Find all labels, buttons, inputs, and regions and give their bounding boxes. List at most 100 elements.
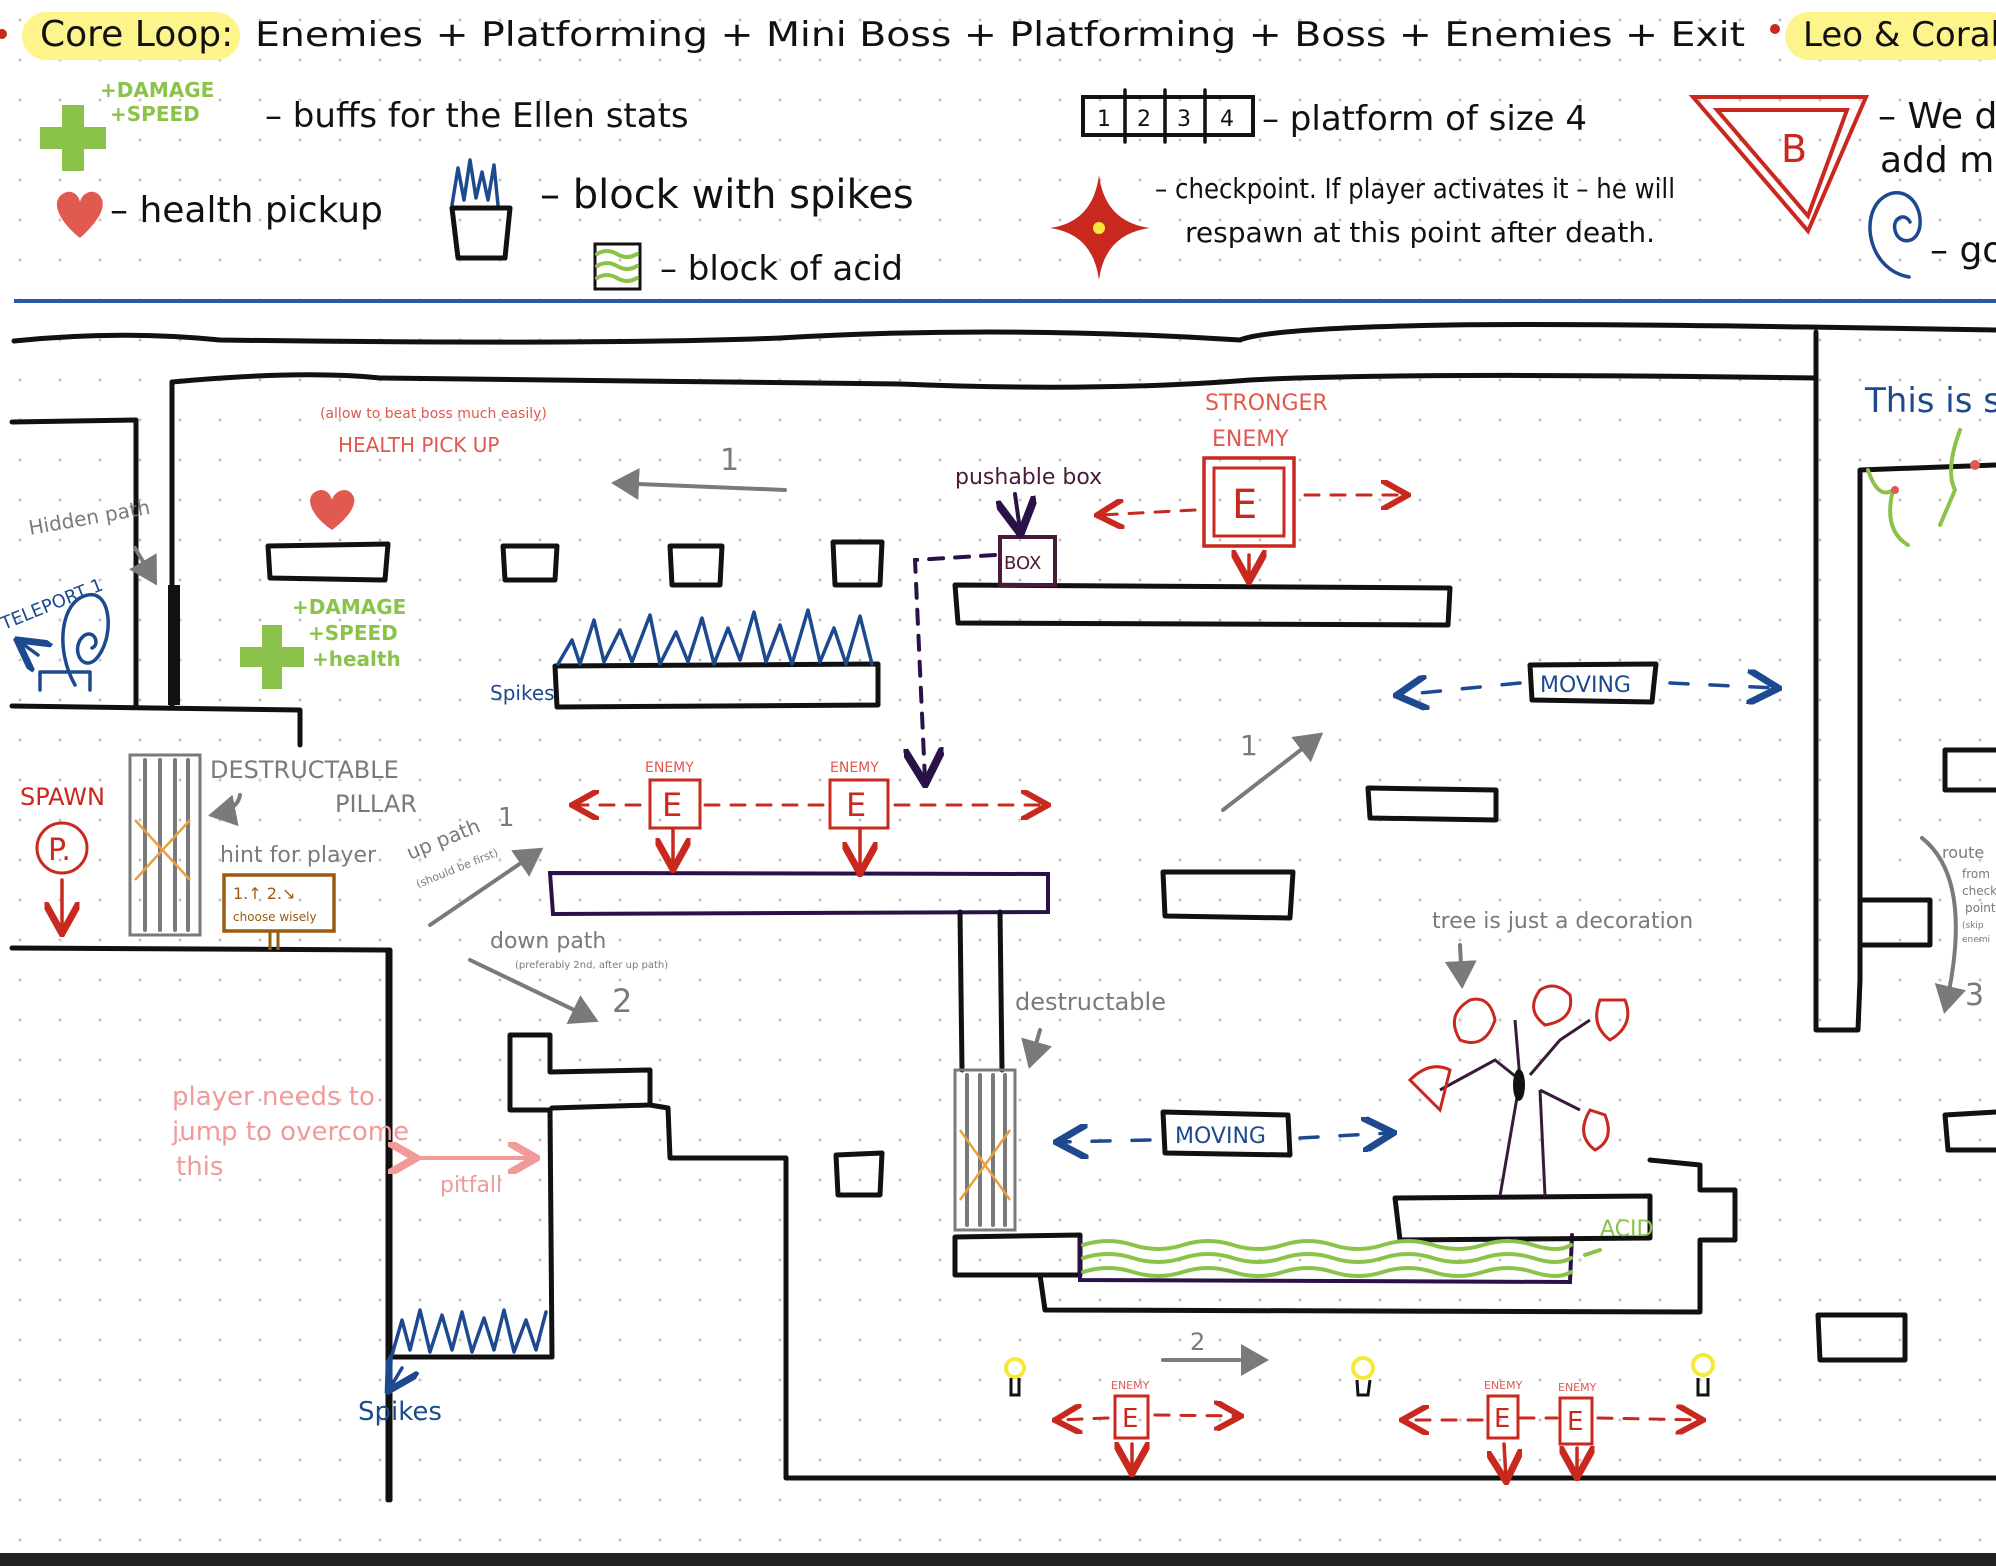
platform — [1160, 869, 1296, 921]
player-spawn[interactable]: P. — [35, 821, 89, 875]
moving-platform-upper[interactable] — [1527, 661, 1659, 705]
enemy-1-letter: E — [662, 786, 682, 824]
legend-acid: – block of acid — [593, 242, 903, 291]
platform-size-4-icon — [1081, 95, 1255, 137]
path1b-number: 1 — [1240, 729, 1258, 762]
route-num: 3 — [1965, 978, 1984, 1013]
heart-icon — [56, 191, 103, 238]
hidden-path-wall — [168, 585, 180, 705]
box-label: BOX — [1004, 553, 1041, 574]
enemy-3-label: ENEMY — [1111, 1379, 1150, 1392]
route-note-4: point — [1965, 901, 1996, 915]
legend-powerup-tag-speed: +SPEED — [110, 102, 200, 126]
legend-platform: 1 2 3 4 – platform of size 4 — [1081, 88, 1587, 144]
sign-line1: 1.↑ 2.↘ — [233, 884, 295, 903]
pitfall-note-2: jump to overcome — [171, 1117, 409, 1147]
core-loop-text: Enemies + Platforming + Mini Boss + Plat… — [255, 15, 1745, 55]
destructable-label: destructable — [1015, 988, 1166, 1016]
platform — [1942, 747, 1996, 793]
checkpoint-lamp-1[interactable] — [1004, 1357, 1026, 1397]
hint-sign[interactable]: 1.↑ 2.↘ choose wisely — [222, 873, 336, 950]
destructable-pillar-right[interactable] — [953, 1068, 1017, 1232]
legend-checkpoint-desc-1: – checkpoint. If player activates it – h… — [1155, 172, 1675, 205]
legend-checkpoint-desc-2: respawn at this point after death. — [1185, 216, 1655, 249]
enemy-3[interactable]: E — [1113, 1394, 1150, 1440]
platform — [500, 543, 560, 583]
pushable-box-label: pushable box — [955, 465, 1102, 490]
checkpoint-lamp-2[interactable] — [1351, 1356, 1375, 1397]
legend: +DAMAGE +SPEED – buffs for the Ellen sta… — [40, 78, 1996, 291]
pitfall-label: pitfall — [440, 1173, 502, 1198]
lower-geometry — [387, 1032, 1996, 1481]
platform — [265, 541, 391, 583]
route-note-5: (skip — [1962, 921, 1984, 931]
legend-powerup-desc: – buffs for the Ellen stats — [265, 96, 689, 136]
legend-health: – health pickup — [56, 190, 383, 238]
spike-platform — [552, 661, 881, 710]
acid-waves — [1081, 1239, 1573, 1278]
platform — [833, 1150, 885, 1198]
green-cross-icon — [40, 105, 106, 171]
team-highlight — [1785, 12, 1996, 60]
spikes-lower — [390, 1308, 548, 1357]
legend-boss: B – We d add mo — [1688, 95, 1996, 235]
enemy-3-letter: E — [1122, 1404, 1138, 1434]
boss-triangle-icon — [1688, 95, 1870, 235]
enemy-4[interactable]: E — [1486, 1394, 1520, 1440]
enemy-2[interactable]: E — [828, 778, 890, 830]
platform — [667, 543, 725, 588]
path2-number: 2 — [1190, 1328, 1205, 1356]
legend-teleport-desc: – go — [1930, 230, 1996, 271]
checkpoint-lamp-3[interactable] — [1691, 1353, 1715, 1397]
powerup-tag-health: +health — [312, 647, 401, 671]
legend-teleport: – go — [1868, 191, 1996, 279]
platform — [1815, 1312, 1908, 1363]
sign-line2: choose wisely — [233, 910, 317, 924]
upper-platforms — [265, 535, 1996, 1073]
health-note: (allow to beat boss much easily) — [320, 406, 547, 422]
legend-powerup: +DAMAGE +SPEED – buffs for the Ellen sta… — [40, 78, 689, 171]
enemy-5[interactable]: E — [1558, 1396, 1594, 1446]
moving-platform-lower[interactable] — [1160, 1109, 1293, 1158]
health-pickup-heart[interactable] — [310, 489, 355, 530]
destructable-pillar-left[interactable] — [128, 753, 202, 937]
route-note-3: check — [1962, 884, 1996, 898]
platform — [1365, 785, 1499, 823]
down-path-note: (preferably 2nd, after up path) — [515, 960, 668, 971]
route-note-6: enemi — [1962, 935, 1990, 945]
enemy-2-label: ENEMY — [830, 760, 879, 776]
team-label: Leo & Coral — [1803, 15, 1996, 55]
enemy-5-letter: E — [1567, 1407, 1583, 1437]
box-platform — [952, 582, 1453, 628]
legend-platform-desc: – platform of size 4 — [1262, 99, 1587, 139]
powerup-tag-damage: +DAMAGE — [292, 595, 406, 619]
teleport-spiral[interactable] — [61, 593, 110, 687]
platform — [1942, 1109, 1996, 1153]
spikes-upper-label: Spikes — [490, 681, 555, 705]
teleport-spiral-icon — [1868, 191, 1922, 279]
core-loop-label: Core Loop: — [40, 14, 233, 55]
spikes-upper — [556, 608, 874, 666]
platform-cell-2: 2 — [1137, 107, 1151, 132]
enemy-platform — [547, 870, 1050, 917]
tree-note: tree is just a decoration — [1432, 909, 1693, 934]
legend-boss-desc-1: – We d — [1878, 96, 1996, 137]
enemy-2-letter: E — [846, 786, 866, 824]
bullet-dot-right — [1770, 24, 1780, 34]
legend-spikes-desc: – block with spikes — [540, 172, 914, 218]
acid-label: ACID — [1600, 1217, 1653, 1242]
enemy-1[interactable]: E — [648, 778, 702, 830]
route-note-1: route — [1942, 843, 1984, 862]
stronger-enemy[interactable]: E — [1202, 456, 1296, 548]
legend-health-desc: – health pickup — [110, 190, 383, 231]
powerup-pickup[interactable] — [240, 625, 304, 689]
outer-top-wall — [11, 322, 1996, 345]
path1-number: 1 — [720, 443, 739, 478]
block-icon — [449, 205, 513, 261]
inner-top-wall — [169, 372, 1819, 390]
spawn-label: SPAWN — [20, 783, 105, 811]
enemy-4-label: ENEMY — [1484, 1379, 1523, 1392]
spikes-icon — [450, 158, 500, 207]
enemy-4-letter: E — [1494, 1404, 1510, 1434]
